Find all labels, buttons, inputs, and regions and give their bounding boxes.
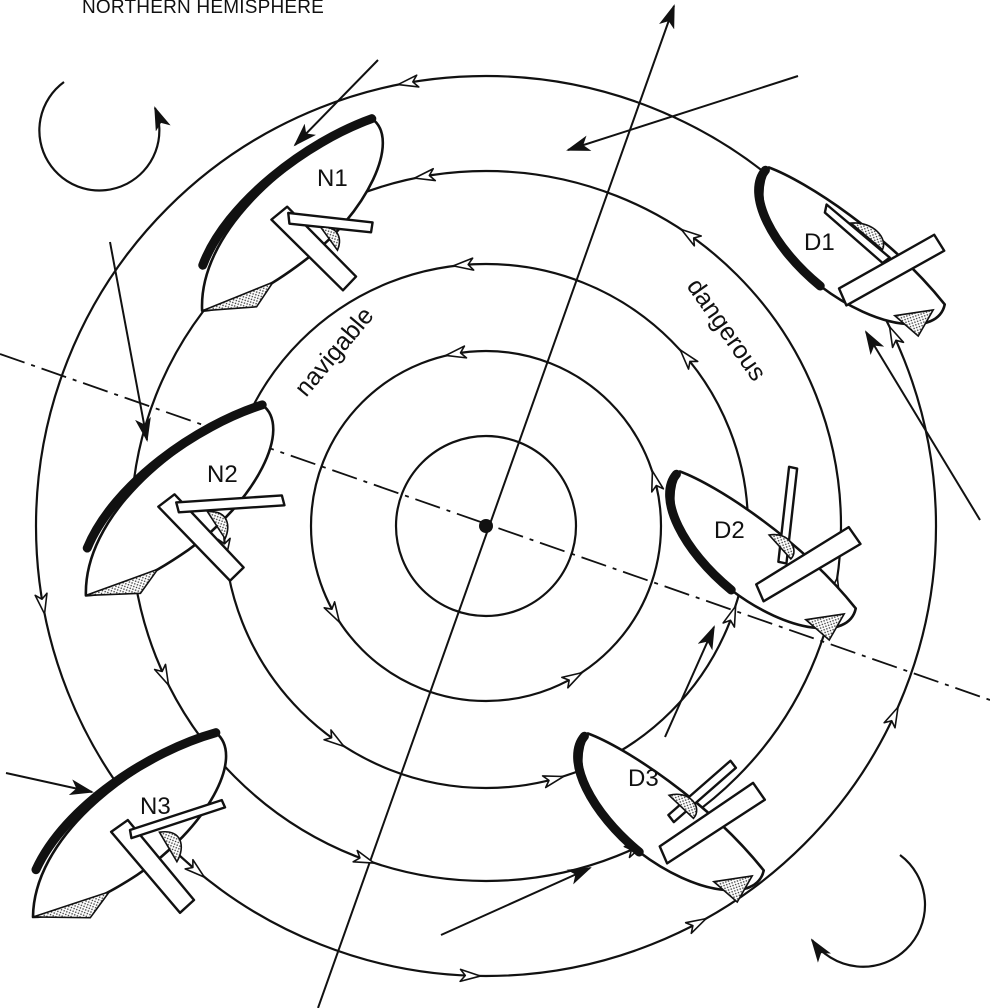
wind-arrow-n2 bbox=[110, 242, 147, 440]
wind-arrow-d1 bbox=[866, 332, 980, 520]
boat-d3 bbox=[547, 698, 802, 909]
circulation-arrowhead-icon bbox=[884, 705, 903, 728]
circulation-arrowhead-icon bbox=[414, 169, 436, 184]
rotation-arrow-bottom-right-icon bbox=[812, 855, 925, 967]
boat-label-n1: N1 bbox=[317, 165, 348, 192]
boat-label-n3: N3 bbox=[140, 793, 171, 820]
boat-label-n2: N2 bbox=[207, 461, 238, 488]
storm-center-dot bbox=[479, 519, 493, 533]
circulation-arrowhead-icon bbox=[686, 913, 709, 933]
wind-arrow-n3 bbox=[6, 773, 92, 792]
boat-label-d3: D3 bbox=[628, 765, 659, 792]
circulation-arrowhead-icon bbox=[543, 771, 565, 788]
circulation-arrowhead-icon bbox=[397, 75, 419, 90]
boat-label-d1: D1 bbox=[804, 229, 835, 256]
circulation-arrowhead-icon bbox=[678, 225, 701, 246]
wind-arrow-top bbox=[568, 76, 798, 150]
circulation-arrowhead-icon bbox=[562, 667, 585, 687]
circulation-arrowhead-icon bbox=[445, 346, 467, 361]
navigable-semicircle-label: navigable bbox=[289, 302, 379, 402]
rotation-arrow-top-left-icon bbox=[39, 82, 159, 190]
circulation-arrowhead-icon bbox=[647, 469, 664, 491]
circulation-arrowhead-icon bbox=[35, 593, 50, 615]
circulation-arrowhead-icon bbox=[324, 730, 347, 751]
boat-n2 bbox=[43, 401, 328, 640]
boat-d1 bbox=[727, 155, 971, 344]
boat-n3 bbox=[0, 729, 280, 968]
wind-arrow-d2 bbox=[665, 627, 714, 737]
boat-n1 bbox=[159, 115, 439, 353]
circulation-arrowhead-icon bbox=[884, 324, 903, 347]
boat-label-d2: D2 bbox=[714, 517, 745, 544]
boat-d2 bbox=[639, 422, 901, 647]
wind-arrow-d3 bbox=[441, 868, 590, 935]
circulation-arrowhead-icon bbox=[324, 602, 344, 625]
diagram-title: NORTHERN HEMISPHERE bbox=[82, 0, 324, 18]
circulation-arrowhead-icon bbox=[155, 664, 174, 687]
